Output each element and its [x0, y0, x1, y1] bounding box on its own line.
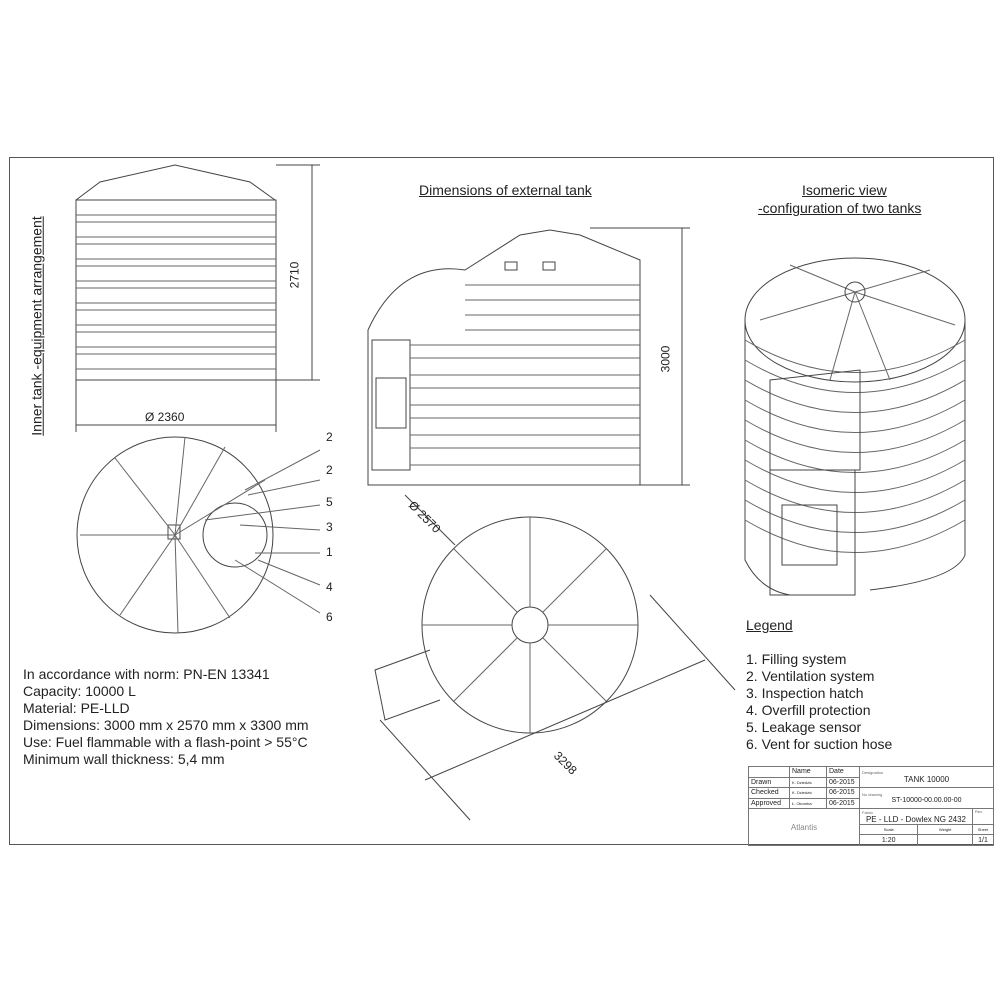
- fabric: PE - LLD - Dowlex NG 2432: [865, 814, 967, 824]
- fabric-label: Fabric: [862, 809, 874, 815]
- spec-wall-thickness: Minimum wall thickness: 5,4 mm: [23, 751, 225, 767]
- spec-use: Use: Fuel flammable with a flash-point >…: [23, 734, 308, 750]
- scale-value: 1:20: [858, 834, 919, 846]
- designation-label: Designation: [862, 770, 884, 776]
- legend-item: 5. Leakage sensor: [746, 719, 862, 735]
- legend-item: 4. Overfill protection: [746, 702, 871, 718]
- isometric-title-1: Isomeric view: [802, 182, 887, 198]
- legend-item: 2. Ventilation system: [746, 668, 875, 684]
- dim-external-height: 3000: [658, 345, 673, 373]
- rev-label: Rev.: [975, 809, 983, 815]
- role-drawn: Drawn: [748, 776, 790, 789]
- designation: TANK 10000: [903, 775, 950, 785]
- callout-4: 4: [326, 580, 333, 594]
- external-tank-title: Dimensions of external tank: [419, 182, 592, 198]
- dim-inner-diameter: Ø 2360: [145, 410, 185, 424]
- legend-item: 3. Inspection hatch: [746, 685, 864, 701]
- inner-tank-top-view: [76, 436, 321, 634]
- drawing-number: ST-10000-00.00.00-00: [891, 797, 962, 805]
- date-checked: 06-2015: [826, 787, 860, 799]
- callout-1: 1: [326, 545, 333, 559]
- specifications: In accordance with norm: PN-EN 13341 Cap…: [23, 666, 309, 768]
- drawing-label: No drawing: [862, 792, 883, 798]
- spec-material: Material: PE-LLD: [23, 700, 130, 716]
- scale-label: Scale: [858, 823, 919, 836]
- atlantis-logo: Atlantis: [748, 808, 860, 846]
- isometric-view: [744, 257, 966, 596]
- callout-6: 6: [326, 610, 333, 624]
- isometric-title-2: -configuration of two tanks: [758, 200, 922, 216]
- callout-5: 5: [326, 495, 333, 509]
- legend-item: 1. Filling system: [746, 651, 847, 667]
- sheet-label: Sheet: [971, 823, 995, 836]
- callout-3: 3: [326, 520, 333, 534]
- role-checked: Checked: [748, 787, 790, 799]
- external-tank-top-view: [374, 494, 736, 821]
- col-name: Name: [789, 766, 827, 778]
- inner-tank-side-view: [75, 164, 320, 432]
- inner-tank-label: Inner tank -equipment arrangement: [28, 216, 45, 436]
- dim-inner-height: 2710: [287, 261, 302, 289]
- legend-title: Legend: [746, 617, 793, 633]
- name-checked: K. Dziedzic: [789, 787, 827, 799]
- legend: Legend 1. Filling system 2. Ventilation …: [746, 617, 892, 753]
- spec-norm: In accordance with norm: PN-EN 13341: [23, 666, 270, 682]
- col-date: Date: [826, 766, 860, 778]
- date-approved: 06-2015: [826, 797, 860, 810]
- legend-item: 6. Vent for suction hose: [746, 736, 893, 752]
- callout-2b: 2: [326, 463, 333, 477]
- weight-value: [917, 834, 973, 846]
- weight-label: Weight: [917, 823, 973, 836]
- drawing-sheet: [9, 157, 994, 845]
- spec-capacity: Capacity: 10000 L: [23, 683, 136, 699]
- callout-2a: 2: [326, 430, 333, 444]
- role-approved: Approved: [748, 797, 790, 810]
- sheet-value: 1/1: [971, 834, 995, 846]
- external-tank-side-view: [367, 227, 690, 486]
- spec-dimensions: Dimensions: 3000 mm x 2570 mm x 3300 mm: [23, 717, 309, 733]
- name-drawn: K. Dziedzic: [789, 776, 827, 789]
- name-approved: Ł. Okomba: [789, 797, 827, 810]
- date-drawn: 06-2015: [826, 776, 860, 789]
